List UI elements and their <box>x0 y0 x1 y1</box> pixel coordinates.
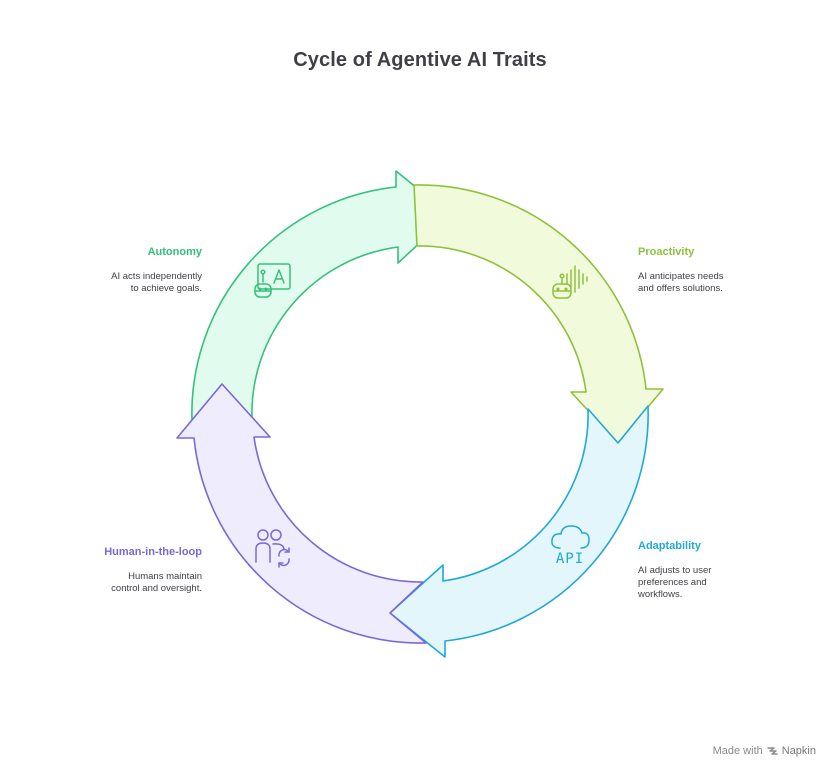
autonomy-label: Autonomy <box>147 246 202 258</box>
autonomy-description: AI acts independently to achieve goals. <box>111 271 202 295</box>
autonomy-arrow-segment <box>191 170 451 422</box>
human-in-the-loop-arrow-segment <box>176 383 427 644</box>
footer-prefix: Made with <box>712 745 763 757</box>
proactivity-label: Proactivity <box>638 246 695 258</box>
made-with-napkin-footer[interactable]: Made with Napkin <box>713 745 816 757</box>
proactivity-description: AI anticipates needs and offers solution… <box>638 271 724 295</box>
proactivity-arrow-segment <box>413 184 664 444</box>
autonomy-description-line: AI acts independently <box>111 271 202 282</box>
people-refresh-icon <box>255 529 290 568</box>
proactivity-description-line: AI anticipates needs <box>638 271 724 282</box>
robot-with-chalkboard-icon <box>254 263 291 298</box>
autonomy-description-line: to achieve goals. <box>130 283 202 294</box>
adaptability-description-line: AI adjusts to user <box>638 565 712 576</box>
adaptability-description-line: preferences and <box>638 577 707 588</box>
human-in-the-loop-description: Humans maintain control and oversight. <box>111 571 202 595</box>
human-in-the-loop-label: Human-in-the-loop <box>104 546 202 558</box>
cloud-api-icon: API <box>551 525 590 567</box>
robot-with-soundwave-icon <box>552 265 588 299</box>
napkin-logo-icon <box>767 746 778 755</box>
adaptability-description-line: workflows. <box>638 589 683 600</box>
cloud-api-icon-text: API <box>556 551 584 567</box>
human-in-the-loop-description-line: control and oversight. <box>111 583 202 594</box>
human-in-the-loop-description-line: Humans maintain <box>128 571 202 582</box>
footer-brand: Napkin <box>781 745 816 757</box>
adaptability-label: Adaptability <box>638 540 701 552</box>
diagram-title: Cycle of Agentive AI Traits <box>293 49 547 71</box>
adaptability-arrow-segment <box>389 405 649 658</box>
adaptability-description: AI adjusts to user preferences and workf… <box>638 565 711 601</box>
proactivity-description-line: and offers solutions. <box>638 283 723 294</box>
